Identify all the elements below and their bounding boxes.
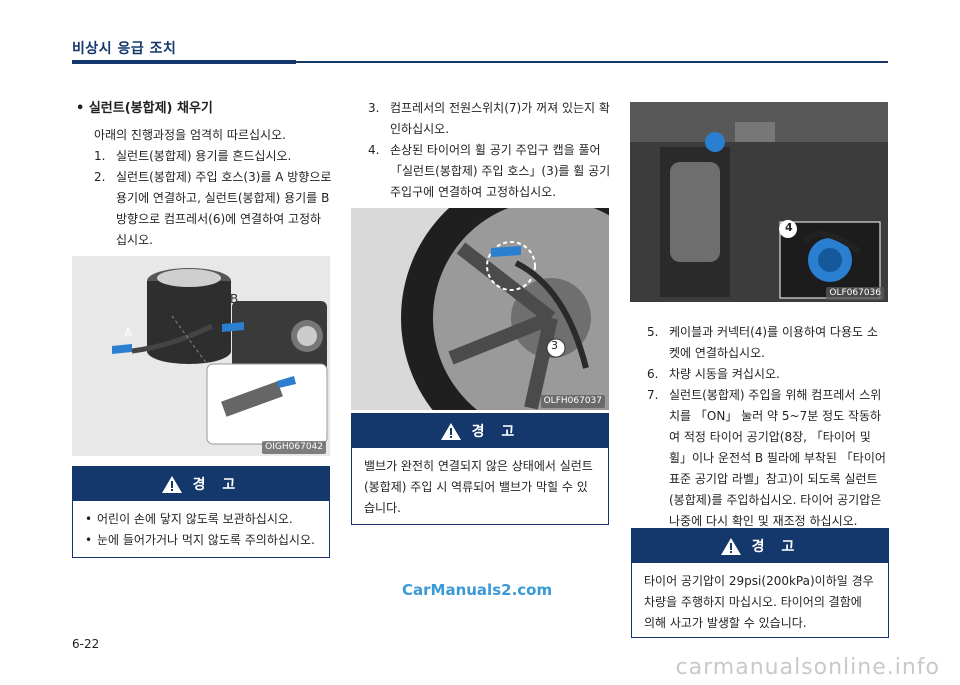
warning-triangle-icon xyxy=(720,537,741,555)
warning-body: 타이어 공기압이 29psi(200kPa)이하일 경우 차량을 주행하지 마십… xyxy=(644,574,874,630)
callout-4: 4 xyxy=(785,221,793,234)
compressor-diagram xyxy=(72,256,330,456)
warning-header: 경 고 xyxy=(352,414,608,448)
figure-code: OLF067036 xyxy=(826,287,884,300)
intro-text: 아래의 진행과정을 엄격히 따르십시오. xyxy=(94,128,286,142)
warning-body: 어린이 손에 닿지 않도록 보관하십시오. 눈에 들어가거나 먹지 않도록 주의… xyxy=(73,501,329,559)
callout-a: A xyxy=(124,326,133,340)
step-item: 6.차량 시동을 켜십시오. xyxy=(647,367,780,381)
section-heading: • 실런트(봉합제) 채우기 xyxy=(76,101,213,116)
bullet-icon: • xyxy=(76,101,89,116)
warning-item: 어린이 손에 닿지 않도록 보관하십시오. xyxy=(85,509,317,530)
wheel-valve-illustration: 3 OLFH067037 xyxy=(351,208,609,410)
wheel-diagram xyxy=(351,208,609,410)
warning-header: 경 고 xyxy=(73,467,329,501)
header-rule xyxy=(296,61,888,63)
sealant-kit-illustration: A B OIGH067042 xyxy=(72,256,330,456)
header-rule-accent xyxy=(72,60,296,64)
step-item: 2.실런트(봉합제) 주입 호스(3)를 A 방향으로 용기에 연결하고, 실런… xyxy=(94,170,332,247)
right-column: 5.케이블과 커넥터(4)를 이용하여 다용도 소켓에 연결하십시오. 6.차량… xyxy=(647,322,887,532)
page-number: 6-22 xyxy=(72,637,100,651)
figure-code: OLFH067037 xyxy=(540,395,605,408)
site-watermark: carmanualsonline.info xyxy=(675,655,940,680)
warning-box: 경 고 타이어 공기압이 29psi(200kPa)이하일 경우 차량을 주행하… xyxy=(631,528,889,638)
step-item: 3.컴프레서의 전원스위치(7)가 꺼져 있는지 확인하십시오. xyxy=(368,101,610,136)
warning-item: 눈에 들어가거나 먹지 않도록 주의하십시오. xyxy=(85,530,317,551)
watermark-link[interactable]: CarManuals2.com xyxy=(402,581,553,599)
callout-b: B xyxy=(230,292,239,306)
section-title: 비상시 응급 조치 xyxy=(72,41,177,57)
power-socket-illustration: 4 OLF067036 xyxy=(630,102,888,302)
step-item: 5.케이블과 커넥터(4)를 이용하여 다용도 소켓에 연결하십시오. xyxy=(647,325,878,360)
warning-triangle-icon xyxy=(440,422,461,440)
figure-code: OIGH067042 xyxy=(262,441,326,454)
left-column: • 실런트(봉합제) 채우기 아래의 진행과정을 엄격히 따르십시오. 1.실런… xyxy=(76,98,332,251)
step-list: 1.실런트(봉합제) 용기를 흔드십시오. 2.실런트(봉합제) 주입 호스(3… xyxy=(76,146,332,251)
step-item: 4.손상된 타이어의 휠 공기 주입구 캡을 풀어 「실런트(봉합제) 주입 호… xyxy=(368,143,611,199)
step-item: 7.실런트(봉합제) 주입을 위해 컴프레서 스위치를 「ON」 눌러 약 5~… xyxy=(647,388,886,528)
middle-column: 3.컴프레서의 전원스위치(7)가 꺼져 있는지 확인하십시오. 4.손상된 타… xyxy=(368,98,612,203)
console-diagram xyxy=(630,102,888,302)
warning-header: 경 고 xyxy=(632,529,888,563)
warning-box: 경 고 밸브가 완전히 연결되지 않은 상태에서 실런트(봉합제) 주입 시 역… xyxy=(351,413,609,525)
warning-box: 경 고 어린이 손에 닿지 않도록 보관하십시오. 눈에 들어가거나 먹지 않도… xyxy=(72,466,330,558)
step-item: 1.실런트(봉합제) 용기를 흔드십시오. xyxy=(94,149,292,163)
warning-triangle-icon xyxy=(161,475,182,493)
callout-3: 3 xyxy=(551,339,558,352)
warning-body: 밸브가 완전히 연결되지 않은 상태에서 실런트(봉합제) 주입 시 역류되어 … xyxy=(364,459,593,515)
